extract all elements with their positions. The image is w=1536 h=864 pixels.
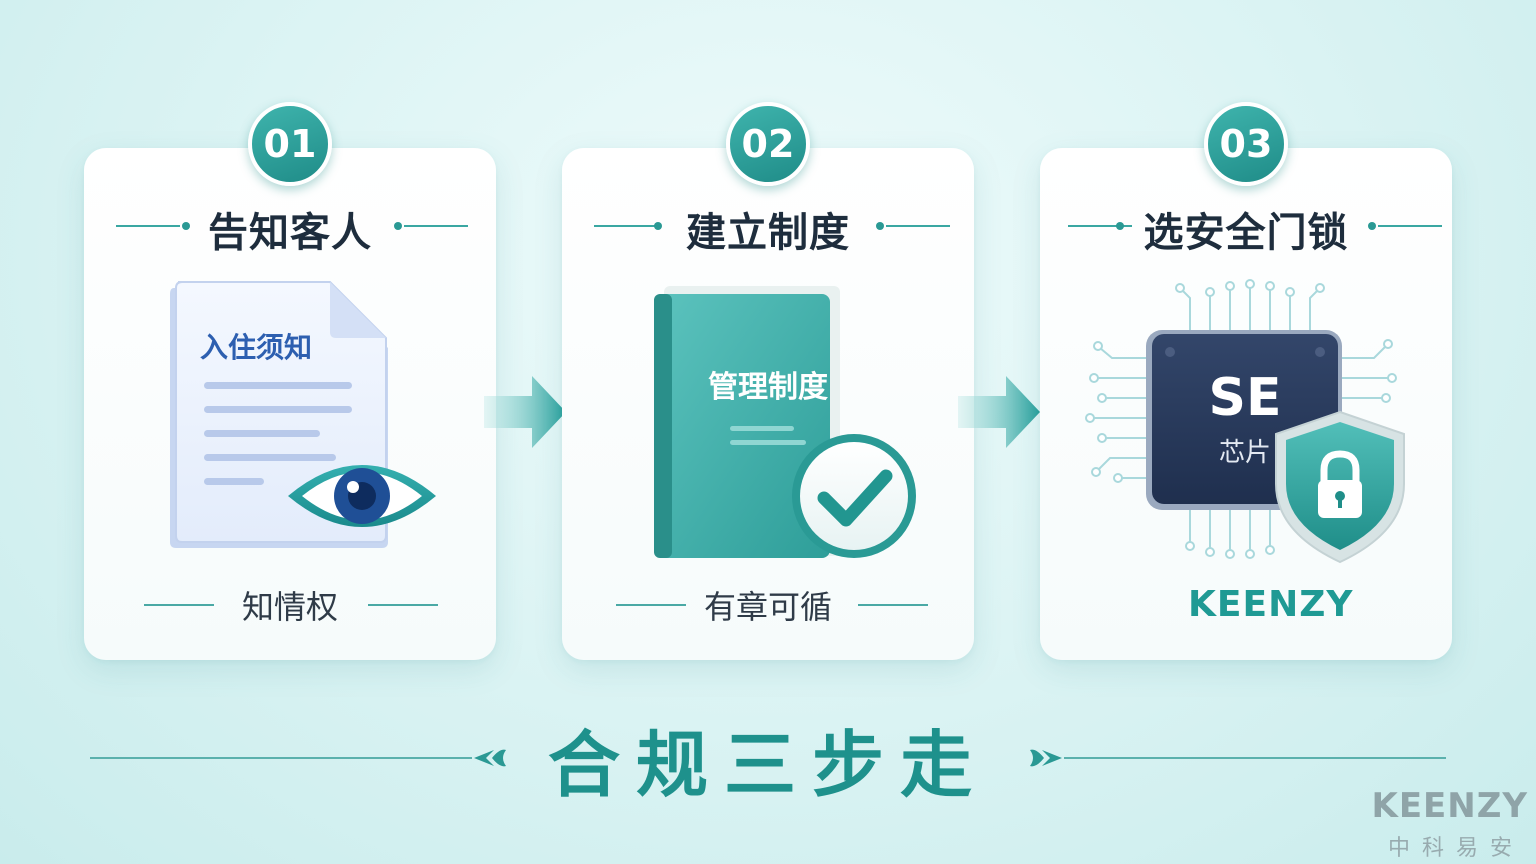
caption-divider-left	[616, 604, 686, 606]
caption-divider-right	[368, 604, 438, 606]
brand-name-cn: 中科易安	[1387, 836, 1524, 861]
shield-lock-icon	[1275, 410, 1405, 564]
step-number-badge: 01	[248, 102, 332, 186]
step-title: 建立制度	[686, 210, 850, 256]
book-title: 管理制度	[708, 370, 828, 405]
title-dot-right	[394, 222, 402, 230]
title-dot-left	[1116, 222, 1124, 230]
title-divider-right	[1378, 225, 1442, 227]
step-title: 告知客人	[208, 210, 372, 256]
step-card-3: 03 选安全门锁	[1040, 102, 1452, 660]
eye-icon	[288, 465, 436, 527]
arrow-right-icon	[958, 376, 1040, 448]
chip-label: SE	[1208, 368, 1282, 428]
title-dot-right	[1368, 222, 1376, 230]
brand-name-en: KEENZY	[1371, 786, 1528, 826]
title-dot-left	[654, 222, 662, 230]
title-dot-left	[182, 222, 190, 230]
chip-sublabel: 芯片	[1218, 438, 1271, 468]
step-card-1: 01 告知客人 入住须知 知情权	[84, 102, 496, 660]
title-divider-left	[594, 225, 658, 227]
step-number-badge: 02	[726, 102, 810, 186]
step-caption: 有章可循	[703, 588, 832, 626]
page-title: 合规三步走	[547, 723, 988, 807]
step-number-badge: 03	[1204, 102, 1288, 186]
document-heading: 入住须知	[200, 331, 313, 364]
caption-divider-left	[144, 604, 214, 606]
step-card-2: 02 建立制度 管理制度 有章可循	[562, 102, 974, 660]
check-icon	[792, 434, 916, 558]
keenzy-logo-text: KEENZY	[1188, 584, 1354, 625]
title-divider-left	[1068, 225, 1132, 227]
title-divider-left	[116, 225, 180, 227]
caption-divider-right	[858, 604, 928, 606]
bottom-divider	[90, 749, 1446, 767]
book-icon	[654, 286, 916, 558]
chip-icon	[1085, 279, 1405, 564]
arrow-right-icon	[484, 376, 566, 448]
title-dot-right	[876, 222, 884, 230]
step-title: 选安全门锁	[1143, 210, 1349, 256]
title-divider-right	[404, 225, 468, 227]
title-divider-right	[886, 225, 950, 227]
step-caption: 知情权	[241, 588, 338, 626]
document-icon	[170, 281, 436, 548]
